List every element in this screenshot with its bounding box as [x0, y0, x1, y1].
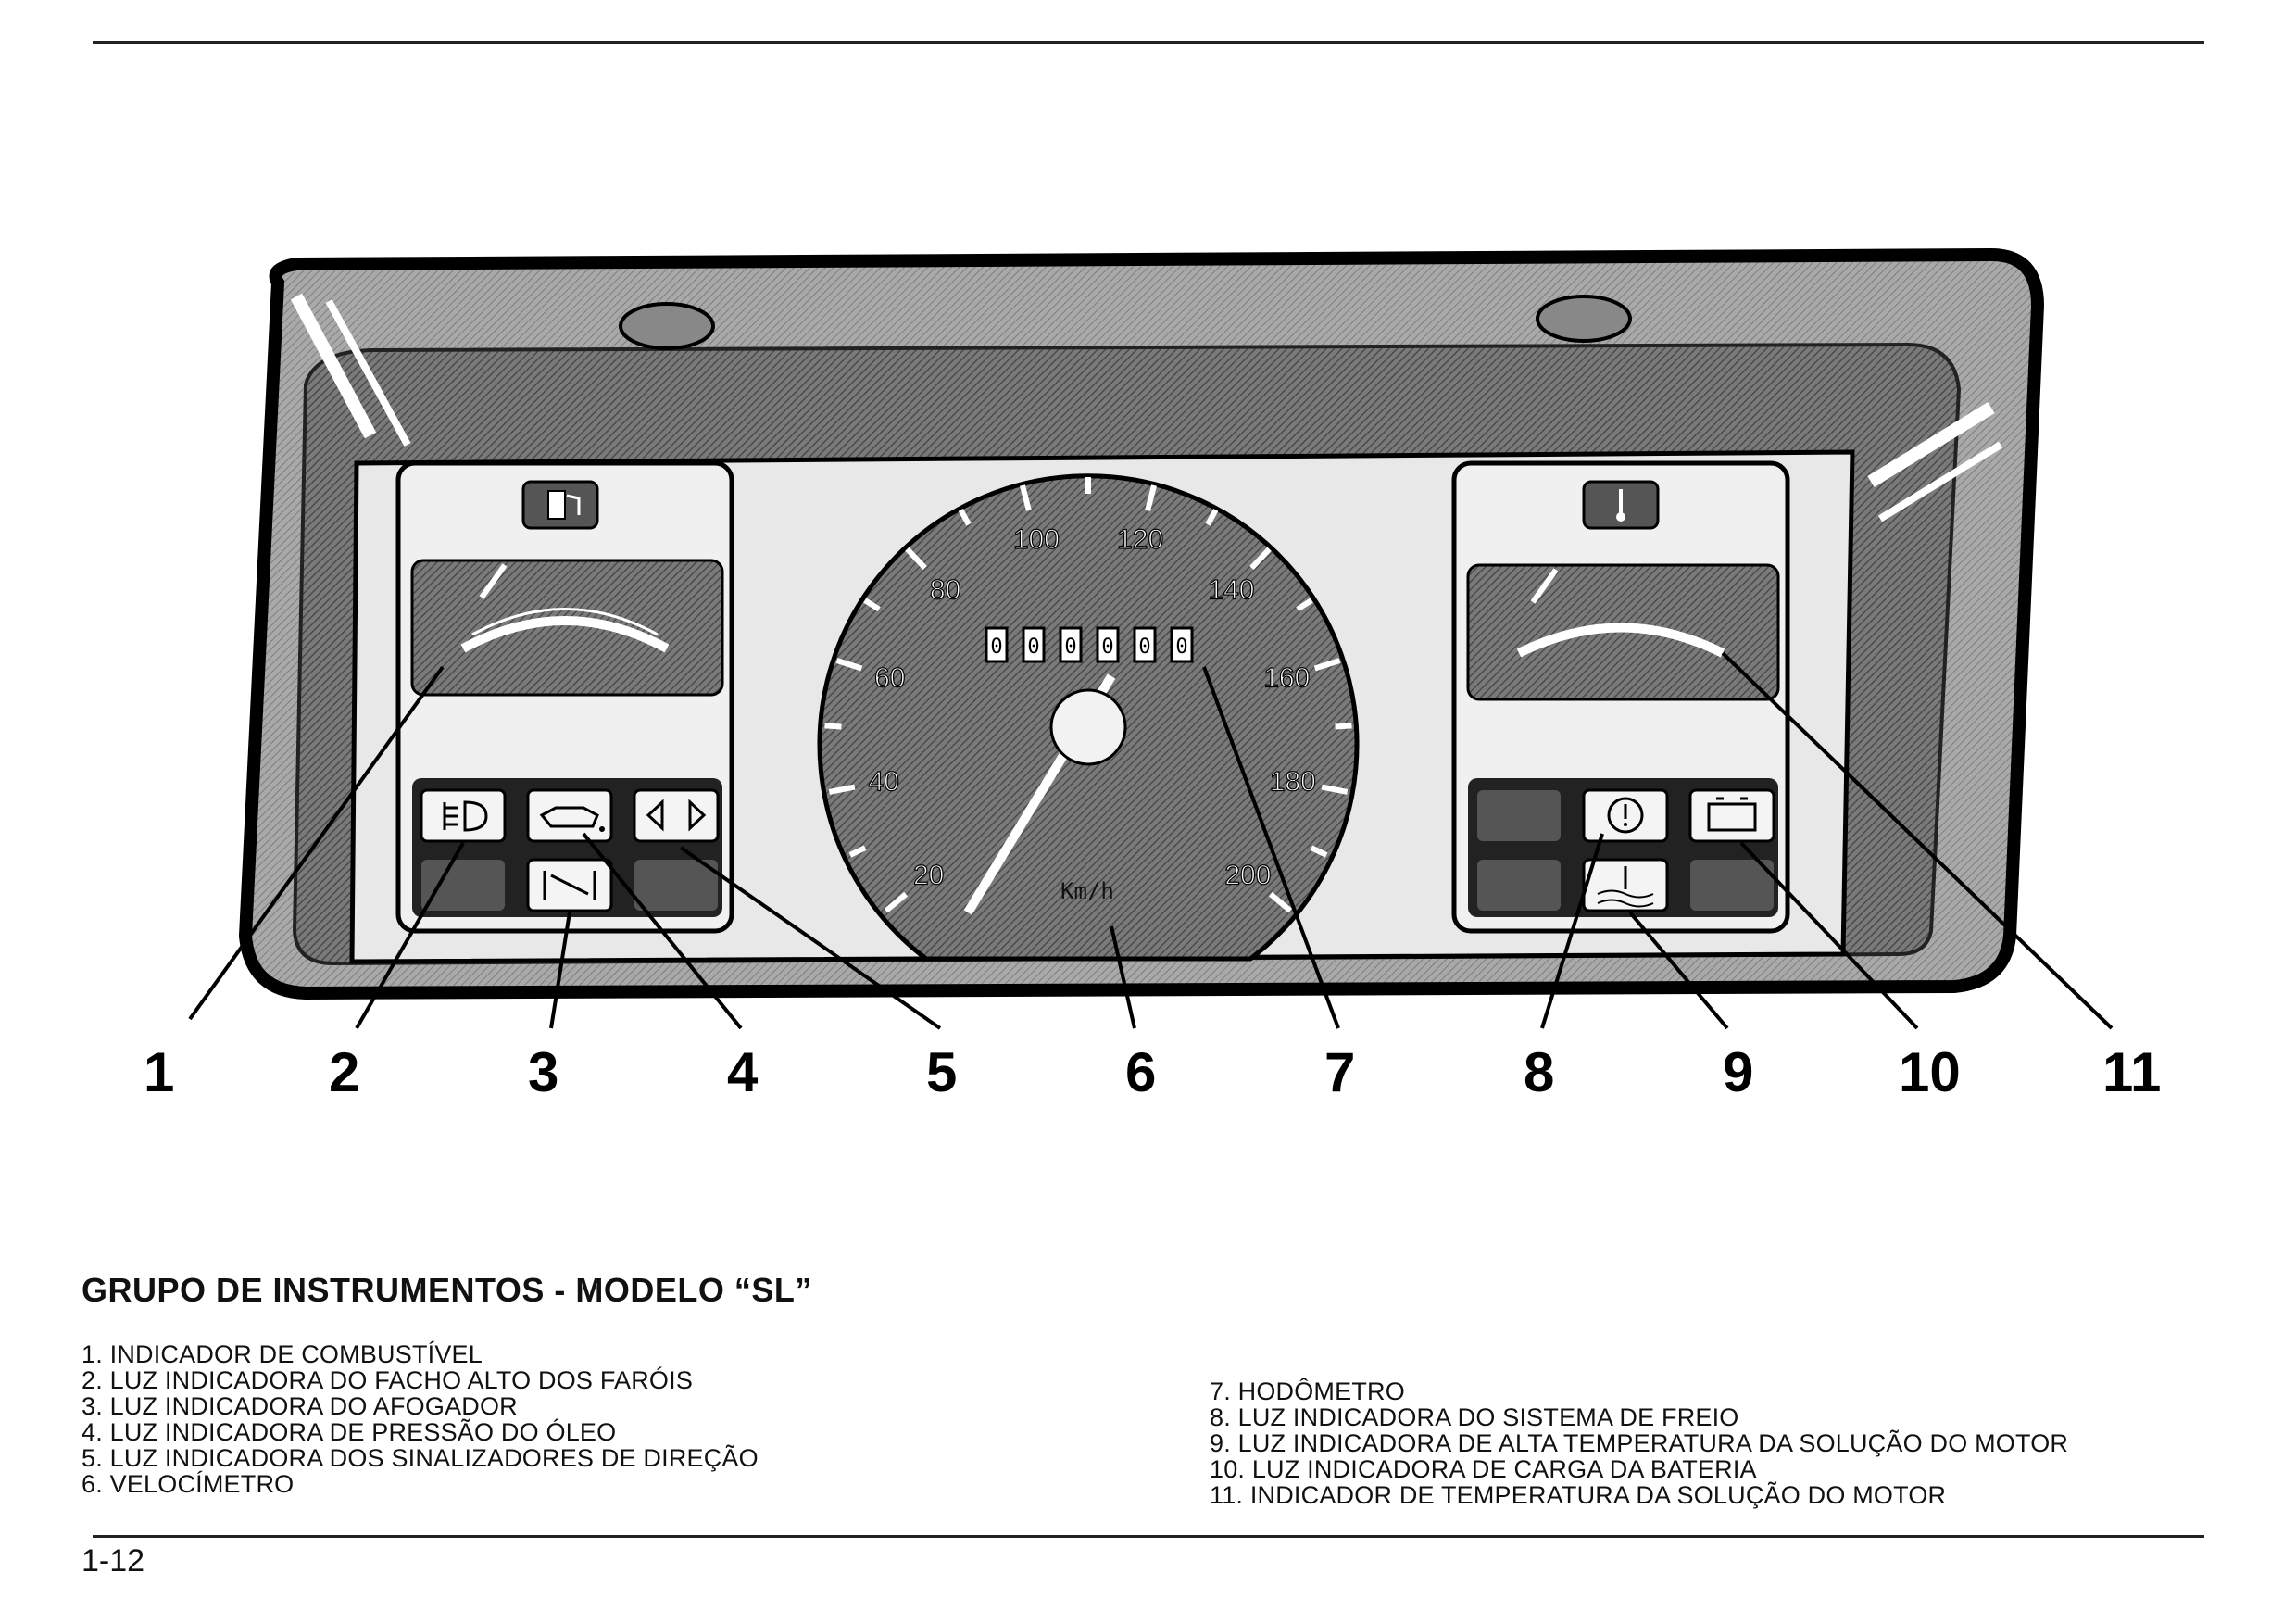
speed-tick — [863, 598, 881, 612]
speed-tick — [1335, 723, 1352, 730]
speed-tick — [835, 658, 863, 672]
fuel-pump-icon — [547, 490, 581, 520]
callout-5: 5 — [926, 1041, 957, 1103]
callout-numbers: 1 2 3 4 5 6 7 8 9 10 11 — [144, 1041, 2161, 1103]
coolant-warning-icon — [1597, 866, 1654, 908]
svg-text:0: 0 — [1064, 635, 1076, 659]
callout-4: 4 — [727, 1041, 759, 1103]
callout-9: 9 — [1723, 1041, 1753, 1103]
callout-10: 10 — [1899, 1041, 1961, 1103]
speed-tick — [905, 547, 927, 571]
speed-tick — [1310, 845, 1328, 858]
speed-scale-label: 80 — [930, 574, 960, 605]
legend-item: 2. LUZ INDICADORA DO FACHO ALTO DOS FARÓ… — [82, 1366, 694, 1394]
speed-tick — [884, 891, 909, 913]
speed-scale-label: 200 — [1224, 861, 1271, 891]
legend-item: 6. VELOCÍMETRO — [82, 1470, 295, 1498]
temp-gauge-needle — [1530, 568, 1559, 604]
speedometer: 20 40 60 80 100 120 140 160 180 200 0 0 0 0 0 0 Km/h — [817, 473, 1360, 962]
speed-scale-label: 60 — [874, 662, 905, 693]
speed-tick — [1268, 891, 1293, 913]
legend-item: 7. HODÔMETRO — [1210, 1378, 1405, 1405]
odometer-digit: 0 — [1022, 626, 1046, 663]
odometer-digit: 0 — [1096, 626, 1120, 663]
oil-can-icon — [539, 806, 605, 832]
speed-tick — [1296, 598, 1313, 612]
svg-text:0: 0 — [1175, 635, 1187, 659]
legend-item: 5. LUZ INDICADORA DOS SINALIZADORES DE D… — [82, 1444, 759, 1472]
needle-hub — [1049, 688, 1127, 766]
fuel-gauge-needle — [479, 563, 508, 599]
callout-7: 7 — [1324, 1041, 1355, 1103]
legend-item: 3. LUZ INDICADORA DO AFOGADOR — [82, 1392, 518, 1420]
svg-text:0: 0 — [1101, 635, 1113, 659]
odometer-digit: 0 — [1133, 626, 1157, 663]
legend-item: 1. INDICADOR DE COMBUSTÍVEL — [82, 1340, 483, 1368]
odometer-digit: 0 — [1170, 626, 1194, 663]
bottom-rule — [93, 1535, 2204, 1538]
brake-warning-icon — [1607, 797, 1644, 834]
callout-1: 1 — [144, 1041, 174, 1103]
speed-tick — [848, 845, 867, 858]
speed-tick — [1321, 784, 1349, 795]
legend-item: 4. LUZ INDICADORA DE PRESSÃO DO ÓLEO — [82, 1418, 617, 1446]
odometer-digit: 0 — [985, 626, 1009, 663]
right-pod — [1451, 460, 1790, 934]
choke-icon — [543, 871, 596, 900]
speed-tick — [1145, 484, 1157, 511]
speed-tick — [1313, 658, 1341, 672]
speed-scale-label: 120 — [1117, 524, 1163, 555]
high-beam-icon — [443, 800, 488, 832]
fuel-gauge-scale — [460, 616, 670, 653]
speed-tick — [1020, 484, 1032, 511]
speed-tick — [1249, 547, 1272, 571]
legend-left: 1. INDICADOR DE COMBUSTÍVEL 2. LUZ INDIC… — [82, 1341, 759, 1497]
battery-icon — [1707, 797, 1757, 832]
section-title: GRUPO DE INSTRUMENTOS - MODELO “SL” — [82, 1271, 812, 1309]
speed-unit-label: Km/h — [1060, 878, 1114, 904]
legend-item: 9. LUZ INDICADORA DE ALTA TEMPERATURA DA… — [1210, 1429, 2069, 1457]
legend-item: 11. INDICADOR DE TEMPERATURA DA SOLUÇÃO … — [1210, 1481, 1947, 1509]
turn-signal-arrows-icon — [646, 799, 707, 832]
legend-item: 8. LUZ INDICADORA DO SISTEMA DE FREIO — [1210, 1403, 1739, 1431]
temp-gauge-scale — [1516, 623, 1725, 658]
callout-6: 6 — [1125, 1041, 1156, 1103]
legend-right: 7. HODÔMETRO 8. LUZ INDICADORA DO SISTEM… — [1210, 1378, 2068, 1508]
speed-tick — [824, 723, 842, 730]
odometer: 0 0 0 0 0 0 — [985, 626, 1194, 663]
callout-8: 8 — [1524, 1041, 1554, 1103]
callout-3: 3 — [528, 1041, 558, 1103]
svg-text:0: 0 — [990, 635, 1002, 659]
speed-scale-label: 140 — [1208, 574, 1254, 605]
speed-tick — [1205, 509, 1219, 526]
left-pod — [395, 460, 734, 934]
speed-scale-label: 160 — [1263, 662, 1310, 693]
speed-scale-label: 20 — [913, 861, 944, 891]
speed-scale-label: 40 — [869, 766, 899, 797]
page-number: 1-12 — [82, 1543, 145, 1579]
svg-text:0: 0 — [1138, 635, 1150, 659]
speed-scale-label: 180 — [1270, 766, 1316, 797]
speed-tick — [828, 784, 856, 795]
odometer-digit: 0 — [1059, 626, 1083, 663]
legend-item: 10. LUZ INDICADORA DE CARGA DA BATERIA — [1210, 1455, 1757, 1483]
speed-tick — [958, 509, 972, 526]
callout-leader-lines — [188, 651, 2114, 1030]
callout-2: 2 — [329, 1041, 359, 1103]
svg-text:0: 0 — [1027, 635, 1039, 659]
callout-11: 11 — [2102, 1041, 2161, 1103]
coolant-temperature-icon — [1616, 489, 1625, 522]
top-rule — [93, 41, 2204, 44]
speed-scale-label: 100 — [1013, 524, 1060, 555]
